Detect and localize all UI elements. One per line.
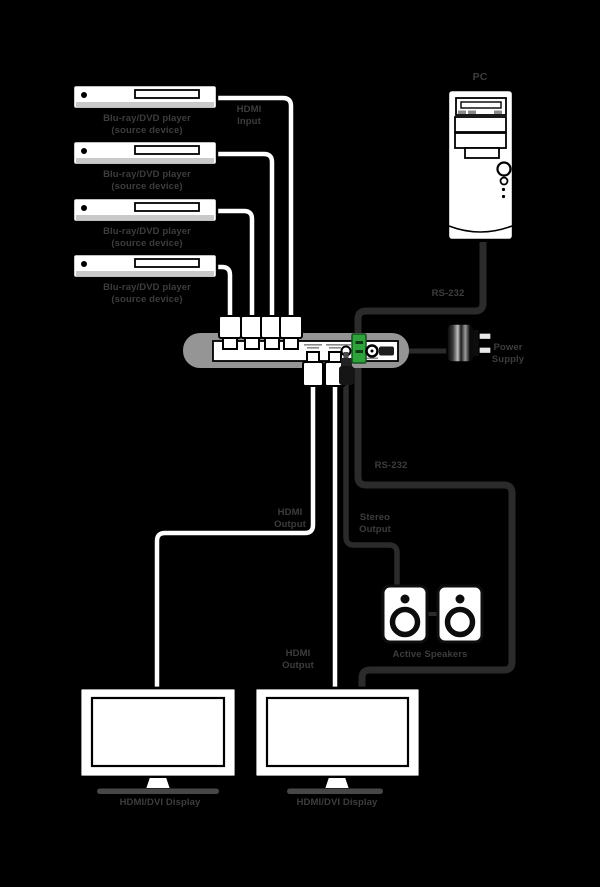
pc-label: PC	[472, 71, 488, 83]
pc-tower	[446, 88, 515, 242]
display-2-label: HDMI/DVI Display	[296, 797, 378, 808]
hdmi-input-cables	[216, 93, 296, 320]
source-device-3	[71, 196, 219, 224]
source-1-label: Blu-ray/DVD player (source device)	[103, 113, 191, 136]
source-2-label: Blu-ray/DVD player (source device)	[103, 169, 191, 192]
hdmi-output-1-label: HDMI Output	[274, 507, 306, 530]
source-device-1	[71, 83, 219, 111]
power-supply-label: Power Supply	[491, 342, 525, 365]
phoenix-terminal-connector	[351, 333, 367, 364]
source-devices	[71, 83, 219, 280]
hdmi-switcher	[183, 315, 409, 387]
hdmi-input-label: HDMI Input	[236, 104, 262, 127]
source-3-label: Blu-ray/DVD player (source device)	[103, 226, 191, 249]
source-device-4	[71, 252, 219, 280]
rs232-cable-pc-to-switch	[354, 242, 487, 337]
hdmi-output-2-label: HDMI Output	[282, 648, 314, 671]
woofer	[444, 606, 476, 638]
rs232-display-label: RS-232	[374, 460, 408, 471]
stereo-output-label: Stereo Output	[359, 512, 391, 535]
tweeter	[400, 594, 410, 604]
tweeter	[455, 594, 465, 604]
speaker-right	[436, 584, 484, 644]
source-device-2	[71, 139, 219, 167]
port-markings	[304, 344, 378, 360]
speaker-left	[381, 584, 429, 644]
hdmi-output-cables	[152, 384, 340, 692]
pc-power-button	[496, 161, 512, 177]
rs232-pc-label: RS-232	[431, 288, 465, 299]
active-speakers	[381, 584, 484, 644]
rs232-cable-switch-to-display	[354, 360, 516, 690]
woofer	[389, 606, 421, 638]
stereo-cable-to-speakers	[343, 384, 400, 590]
display-2	[253, 686, 422, 794]
power-adapter	[446, 323, 492, 363]
display-1-label: HDMI/DVI Display	[119, 797, 201, 808]
dc-power-jack	[365, 344, 394, 358]
plug-prongs	[478, 332, 492, 355]
active-speakers-label: Active Speakers	[392, 649, 468, 660]
display-1	[78, 686, 238, 794]
hdmi-input-plugs	[218, 315, 303, 350]
stereo-jack-plug	[339, 345, 354, 385]
source-4-label: Blu-ray/DVD player (source device)	[103, 282, 191, 305]
